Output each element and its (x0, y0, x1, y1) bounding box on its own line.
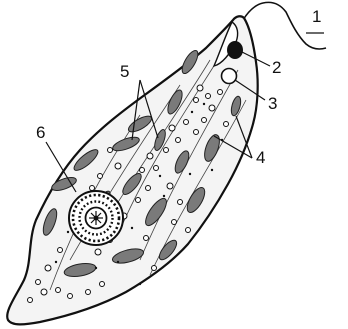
contractile-vacuole (222, 69, 237, 84)
eyespot (227, 41, 243, 59)
label-1: 1 (312, 7, 321, 26)
label-5: 5 (120, 62, 129, 81)
label-2: 2 (272, 58, 281, 77)
label-4: 4 (256, 148, 265, 167)
nucleus (69, 191, 123, 245)
label-6: 6 (36, 123, 45, 142)
label-3: 3 (268, 94, 277, 113)
